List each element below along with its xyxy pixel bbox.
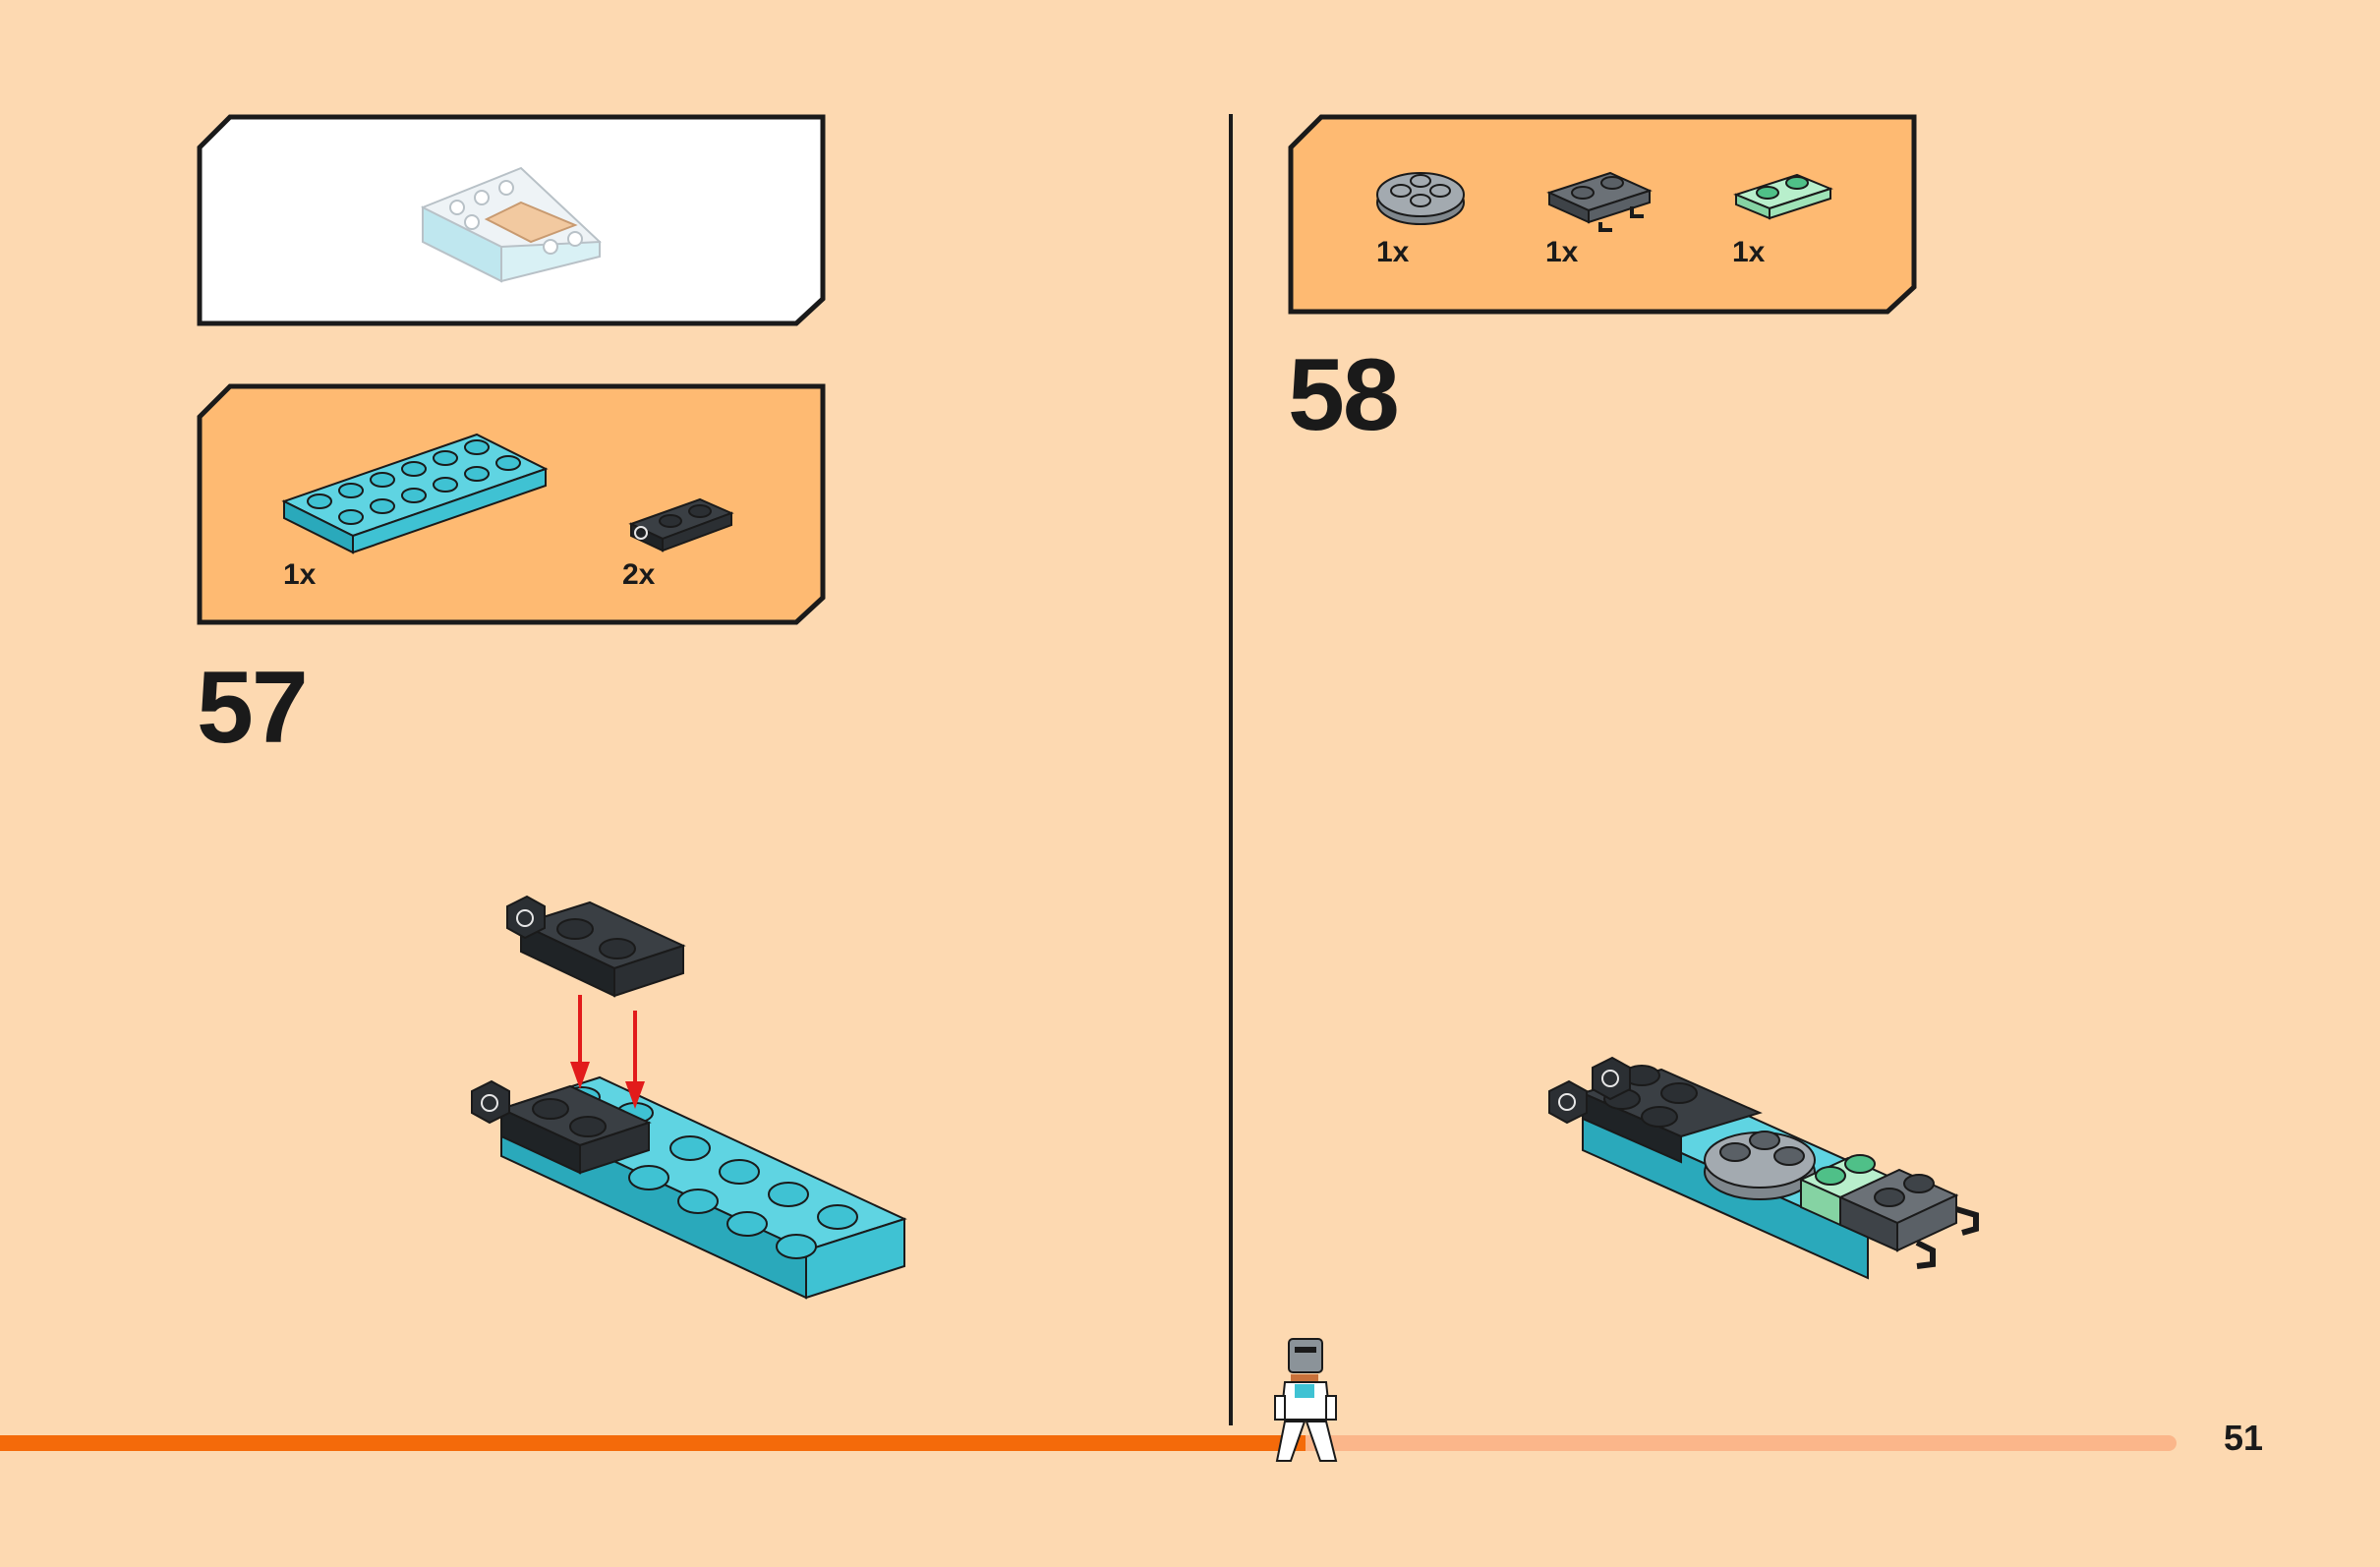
step-number: 58 — [1288, 338, 1400, 452]
page-number: 51 — [2224, 1418, 2264, 1458]
azure-plate-2x6-icon — [281, 433, 549, 554]
part-quantity: 1x — [1376, 236, 1410, 268]
light-grey-round-plate-2x2-icon — [1376, 172, 1465, 225]
step-58-assembly-illustration — [1548, 1056, 1979, 1280]
parts-list-box: 1x 1x 1x — [1288, 114, 1917, 315]
dark-grey-clip-plate-1x2-icon — [1546, 171, 1653, 232]
page-divider — [1229, 114, 1233, 1425]
part-quantity: 1x — [1732, 236, 1766, 268]
progress-bar — [0, 1435, 2177, 1451]
submodel-preview-image — [421, 166, 602, 283]
submodel-preview-box — [197, 114, 826, 326]
part-quantity: 1x — [283, 558, 317, 591]
progress-bar-fill — [0, 1435, 1306, 1451]
step-57-assembly-illustration — [471, 895, 907, 1300]
part-quantity: 1x — [1545, 236, 1579, 268]
black-hinge-plate-1x2-icon — [628, 497, 734, 552]
assembly-arrow — [570, 995, 645, 1109]
minifigure-progress-marker — [1274, 1338, 1338, 1462]
part-quantity: 2x — [622, 558, 656, 591]
mint-plate-1x2-icon — [1733, 173, 1833, 220]
parts-list-box: 1x 2x — [197, 383, 826, 625]
step-number: 57 — [197, 651, 309, 765]
